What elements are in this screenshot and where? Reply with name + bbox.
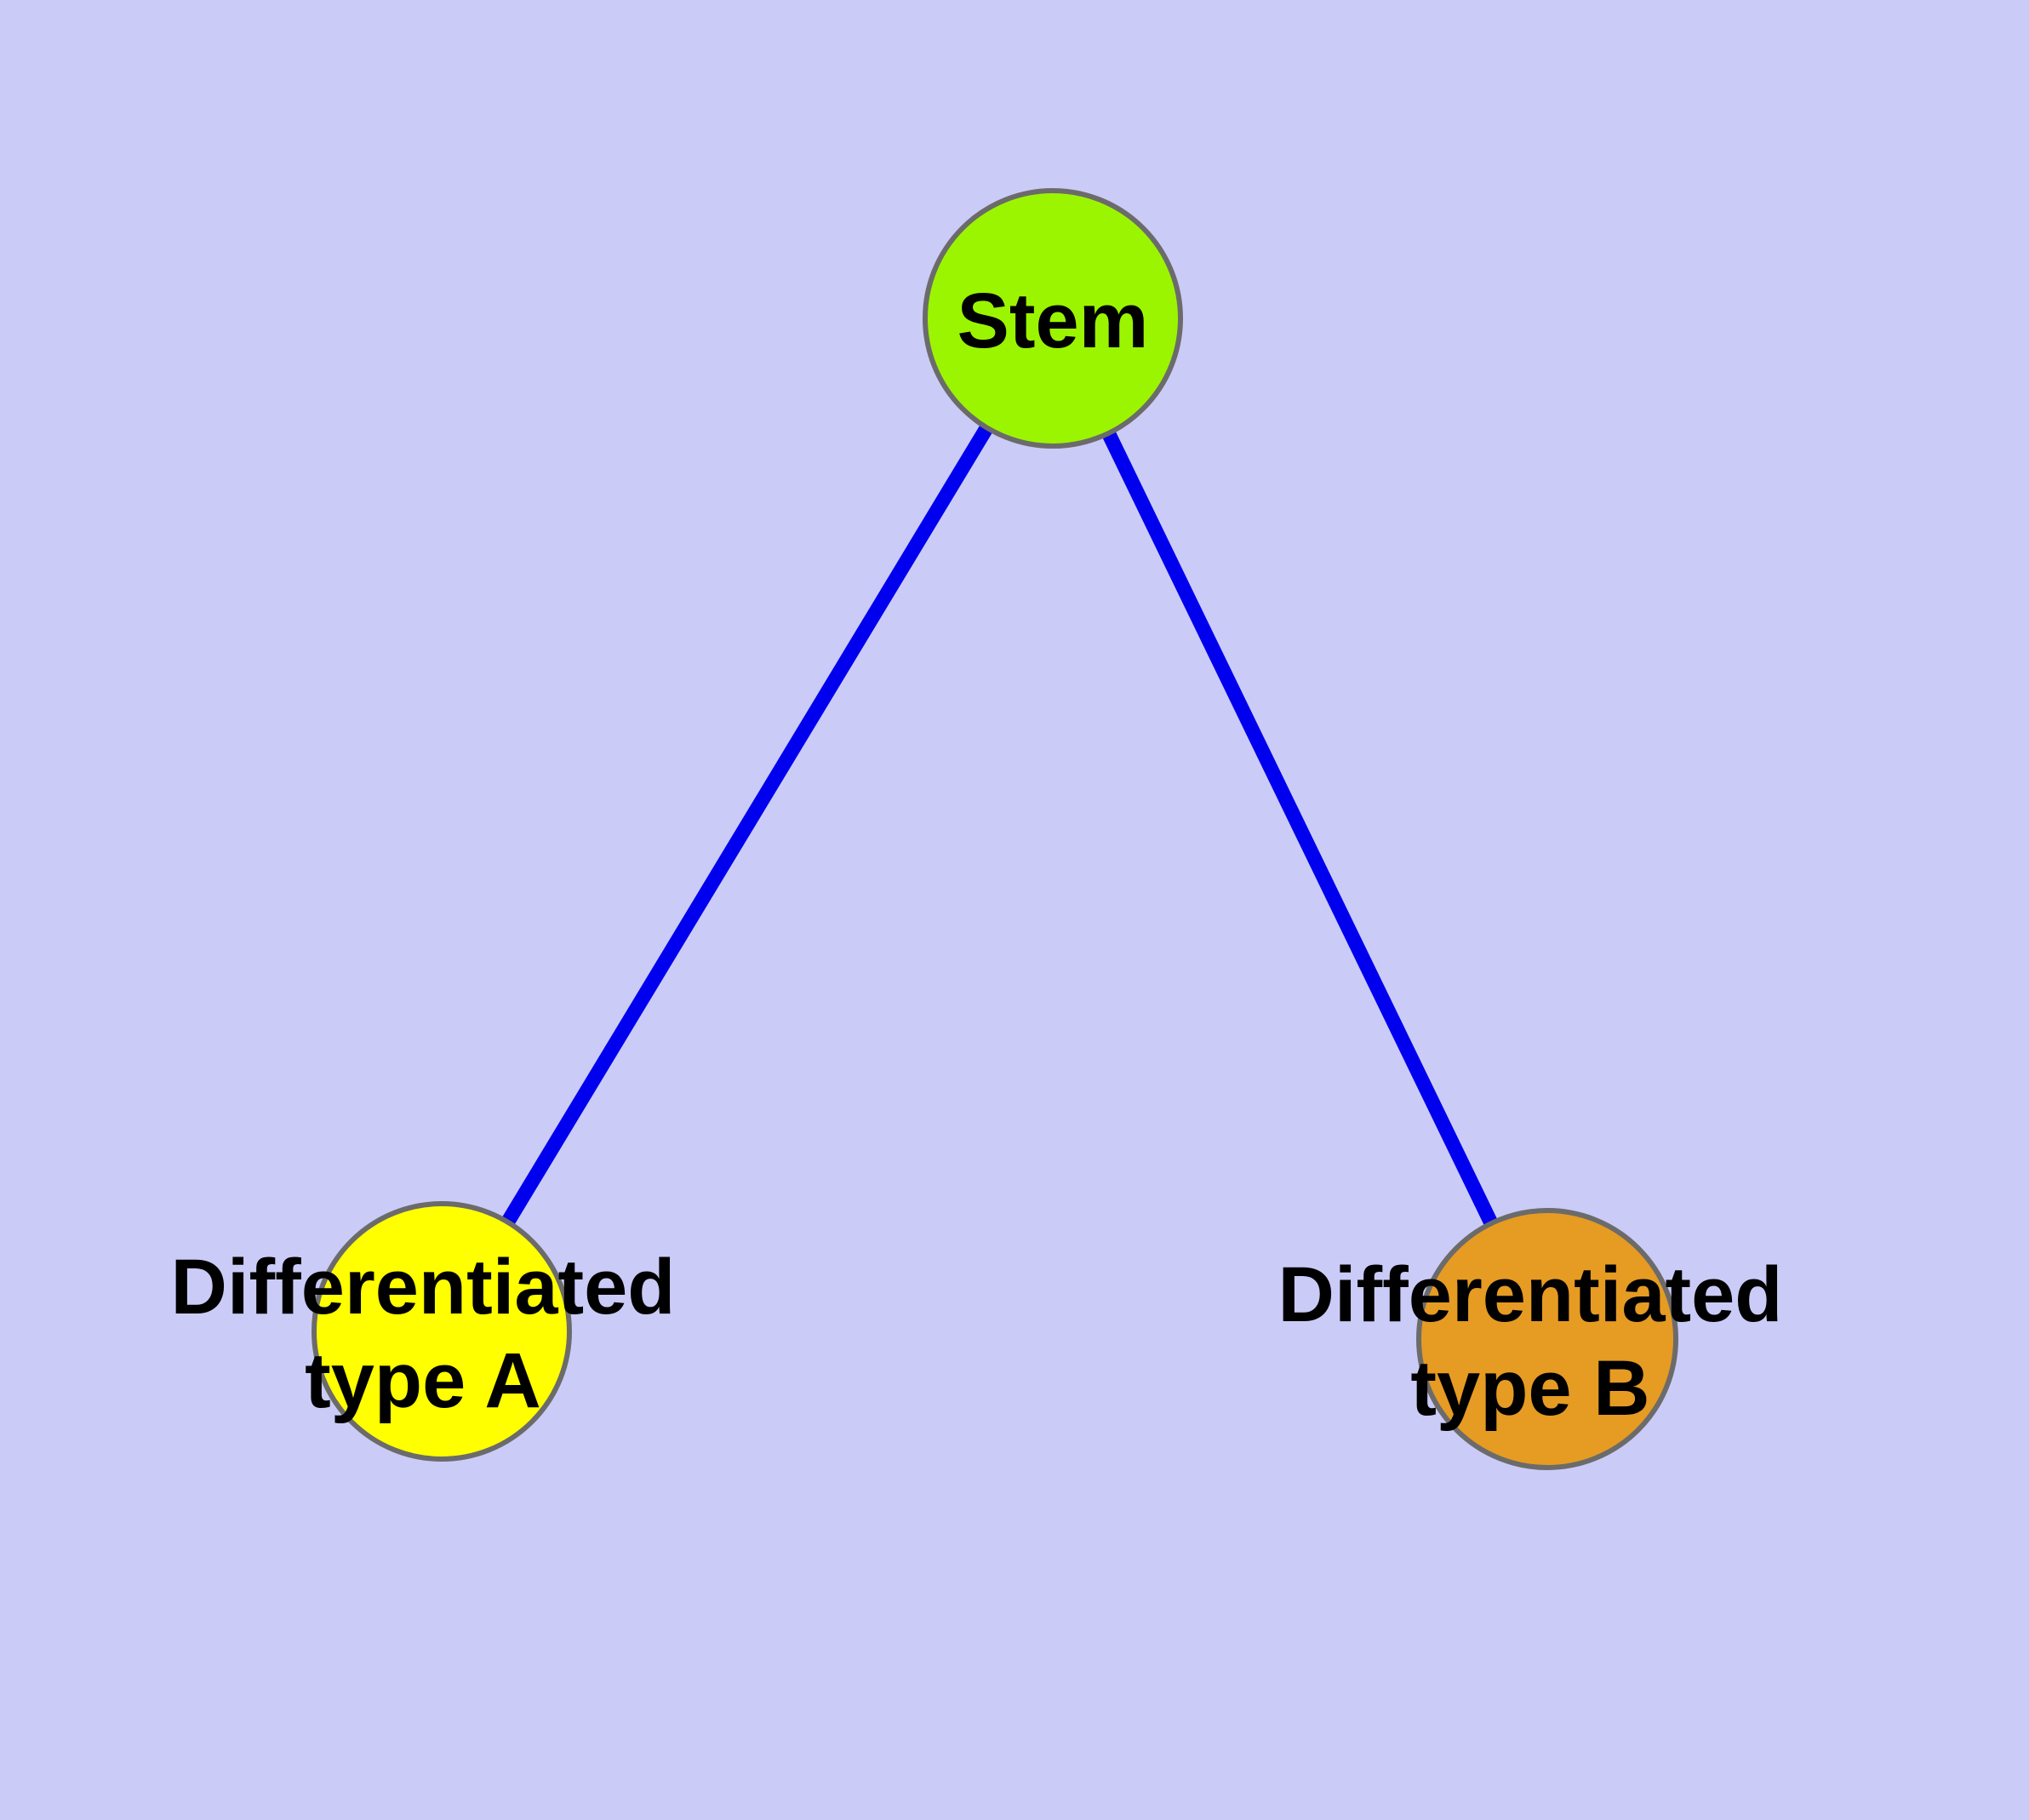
node-stem-circle [923,188,1183,449]
node-differentiated-type-b-label-line-2: type B [1410,1345,1649,1432]
node-stem-label-line-1: Stem [957,278,1149,364]
node-differentiated-type-a-label-line-2: type A [305,1337,541,1424]
edge-stem-to-differentiated-type-b [1046,315,1554,1342]
node-differentiated-type-b-circle [1416,1208,1678,1470]
node-differentiated-type-a-label-line-1: Differentiated [171,1244,676,1331]
edge-stem-to-differentiated-type-a [435,314,1060,1336]
node-differentiated-type-a-circle [311,1201,572,1462]
node-differentiated-type-b-label-line-1: Differentiated [1278,1251,1783,1338]
